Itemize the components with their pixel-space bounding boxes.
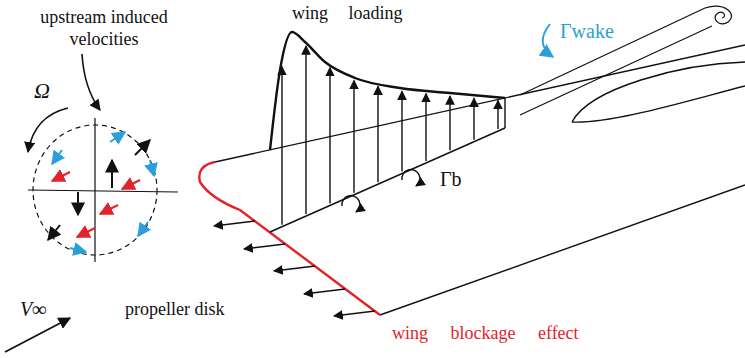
loading-arrow xyxy=(329,68,330,204)
callout-label: upstream induced velocities xyxy=(26,6,182,50)
axis-line xyxy=(94,118,95,262)
pointer-arrow xyxy=(82,54,100,110)
loading-curve xyxy=(270,32,505,150)
rotation-symbol: Ω xyxy=(34,80,50,102)
blockage-label: wing blockage effect xyxy=(392,322,579,344)
loading-arrow xyxy=(497,100,498,129)
disk-label: propeller disk xyxy=(125,298,224,320)
wake-vortex-arrow xyxy=(543,24,553,57)
wing-outline xyxy=(215,45,745,162)
wing-loading-plot xyxy=(270,32,505,232)
loading-arrow xyxy=(353,80,354,192)
induced-velocity-arrows xyxy=(48,132,154,252)
bound-vortex-arrow xyxy=(342,196,360,212)
loading-arrow xyxy=(449,96,450,150)
loading-arrow xyxy=(281,67,282,225)
span-line xyxy=(270,128,505,232)
rotation-arrow xyxy=(28,108,68,152)
axis-line xyxy=(28,190,178,192)
blockage-line xyxy=(199,162,380,315)
loading-arrow xyxy=(401,91,402,171)
plot-title: wing loading xyxy=(292,2,403,24)
loading-arrow xyxy=(305,46,306,214)
freestream-label: V∞ xyxy=(20,298,46,320)
wake-sheet xyxy=(520,8,712,115)
wing-outline xyxy=(380,185,745,315)
blockage-arrows xyxy=(214,221,375,316)
freestream-arrow xyxy=(5,318,70,352)
wake-vortex-label: Γwake xyxy=(560,20,614,42)
loading-arrow xyxy=(425,94,426,161)
loading-arrow xyxy=(377,86,378,182)
loading-edge xyxy=(504,98,505,128)
loading-arrow xyxy=(473,98,474,140)
bound-vortex-label: Γb xyxy=(440,168,462,190)
wake-spiral xyxy=(705,6,731,23)
wing-section xyxy=(572,62,745,122)
